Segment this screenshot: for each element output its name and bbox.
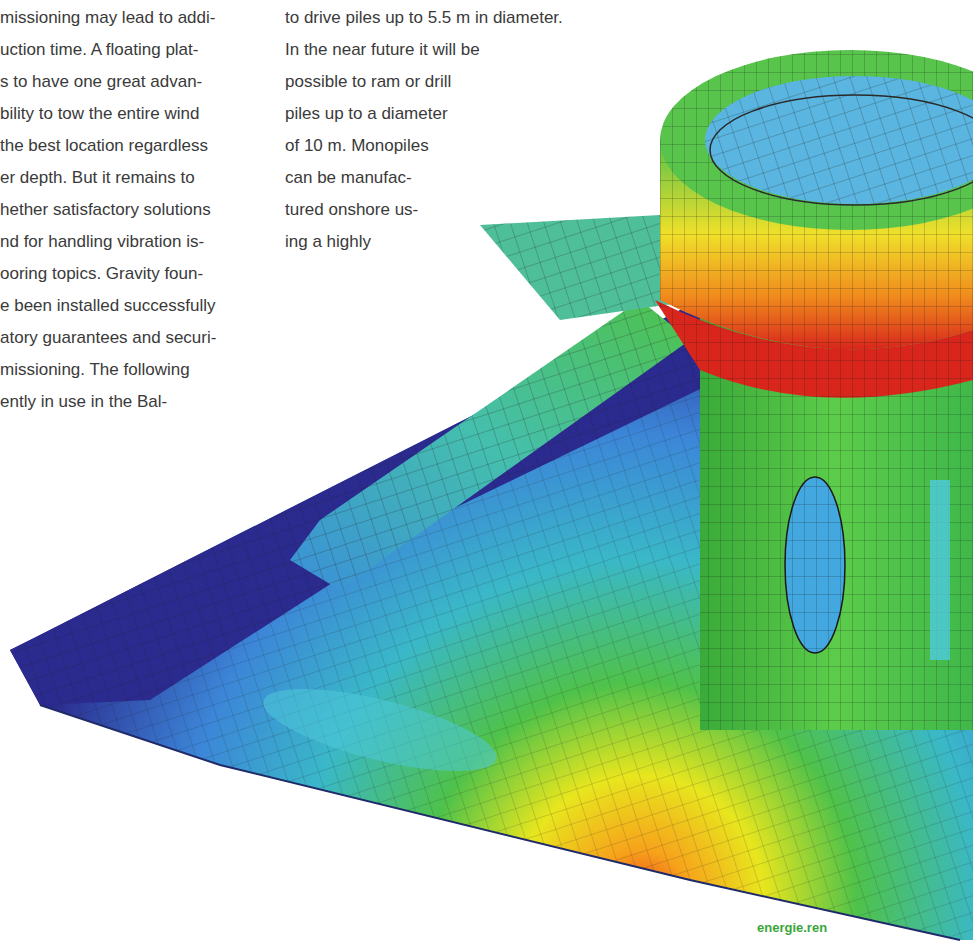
brand-footer: energie.ren <box>755 918 829 938</box>
body-text-line: tured onshore us- <box>285 200 418 220</box>
body-text-line: In the near future it will be <box>285 40 480 60</box>
body-text-line: nd for handling vibration is- <box>0 232 204 252</box>
body-text-line: er depth. But it remains to <box>0 168 195 188</box>
body-text-line: possible to ram or drill <box>285 72 451 92</box>
body-text-line: ing a highly <box>285 232 371 252</box>
body-text-line: uction time. A floating plat- <box>0 40 198 60</box>
body-text-line: bility to tow the entire wind <box>0 104 199 124</box>
body-text-line: missioning. The following <box>0 360 190 380</box>
body-text-line: hether satisfactory solutions <box>0 200 211 220</box>
body-text-line: e been installed successfully <box>0 296 215 316</box>
body-text-line: piles up to a diameter <box>285 104 448 124</box>
body-text-line: ently in use in the Bal- <box>0 392 167 412</box>
body-text-line: ooring topics. Gravity foun- <box>0 264 203 284</box>
body-text-line: atory guarantees and securi- <box>0 328 216 348</box>
body-text-line: to drive piles up to 5.5 m in diameter. <box>285 8 563 28</box>
body-text-line: of 10 m. Monopiles <box>285 136 429 156</box>
body-text-line: the best location regardless <box>0 136 208 156</box>
body-text-line: can be manufac- <box>285 168 412 188</box>
body-text-line: s to have one great advan- <box>0 72 202 92</box>
body-text-line: missioning may lead to addi- <box>0 8 215 28</box>
